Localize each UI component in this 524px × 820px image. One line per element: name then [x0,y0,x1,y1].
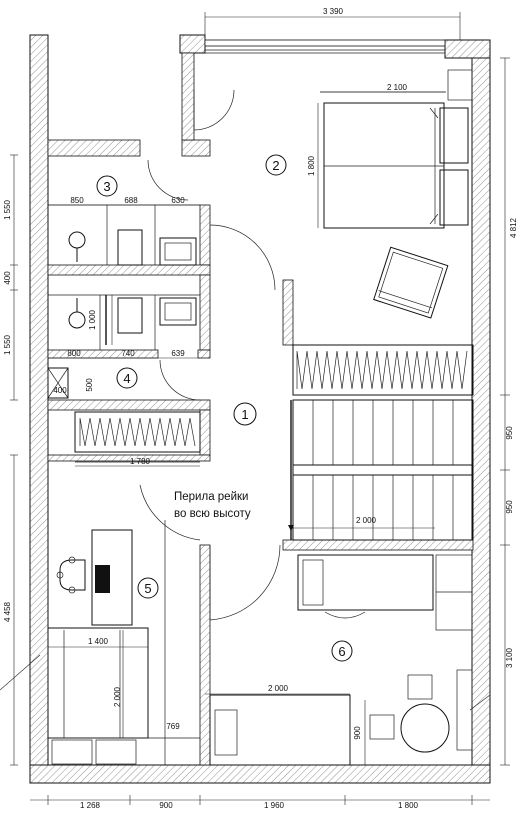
railing-note-line2: во всю высоту [174,508,251,520]
dim-950-top: 950 [505,426,514,440]
bathroom-2-fixtures [48,294,200,350]
dim-950-bottom: 950 [505,500,514,514]
dim-1550-bottom: 1 550 [3,334,12,355]
dim-900-bed3: 900 [353,726,362,740]
bedroom-6-furniture [209,554,473,766]
dimension-lines [0,12,510,805]
room-label-4: 4 [123,371,130,386]
dim-bottom-900: 900 [159,801,173,810]
room-label-6: 6 [338,644,345,659]
room-label-3: 3 [103,179,110,194]
room-marker-3: 3 [96,175,118,197]
room-marker-1: 1 [233,402,257,426]
room-marker-4: 4 [116,367,138,389]
room-marker-6: 6 [331,640,353,662]
study-furniture [47,520,200,765]
exterior-walls [29,34,491,784]
room-marker-5: 5 [137,577,159,599]
dim-bottom-1960: 1 960 [264,801,285,810]
dim-bed-width: 2 100 [387,83,408,92]
dim-500: 500 [85,378,94,392]
interior-walls [47,52,474,766]
dim-bed-length: 1 800 [307,155,316,176]
dim-1000: 1 000 [88,309,97,330]
dim-top: 3 390 [323,7,344,16]
dim-639: 639 [171,349,185,358]
room-label-2: 2 [272,158,279,173]
doors [139,89,281,621]
room-label-1: 1 [241,407,248,422]
utility-room [47,367,201,463]
dim-1550-top: 1 550 [3,199,12,220]
staircase [288,344,474,541]
dim-1400: 1 400 [88,637,109,646]
dim-688: 688 [124,196,138,205]
dimension-labels: 3 390 2 100 1 800 4 812 850 688 630 1 55… [3,7,518,810]
dim-bottom-1800: 1 800 [398,801,419,810]
dim-800: 800 [67,349,81,358]
room-label-5: 5 [144,581,151,596]
dim-bottom-1268: 1 268 [80,801,101,810]
dim-1780: 1 780 [130,457,151,466]
dim-2000-stair: 2 000 [356,516,377,525]
bedroom-furniture [320,69,473,319]
dim-3100: 3 100 [505,647,514,668]
dim-740: 740 [121,349,135,358]
dim-630: 630 [171,196,185,205]
room-markers: 2 3 4 1 5 6 [96,154,353,662]
dim-400-small: 400 [53,386,67,395]
railing-note-line1: Перила рейки [174,491,248,503]
dim-2000-bed3: 2 000 [268,684,289,693]
room-marker-2: 2 [265,154,287,176]
dim-769: 769 [166,722,180,731]
bathroom-1-fixtures [48,204,200,266]
dim-2000-bed: 2 000 [113,686,122,707]
dim-850: 850 [70,196,84,205]
dim-4458: 4 458 [3,601,12,622]
dim-400: 400 [3,271,12,285]
dim-right-total: 4 812 [509,217,518,238]
